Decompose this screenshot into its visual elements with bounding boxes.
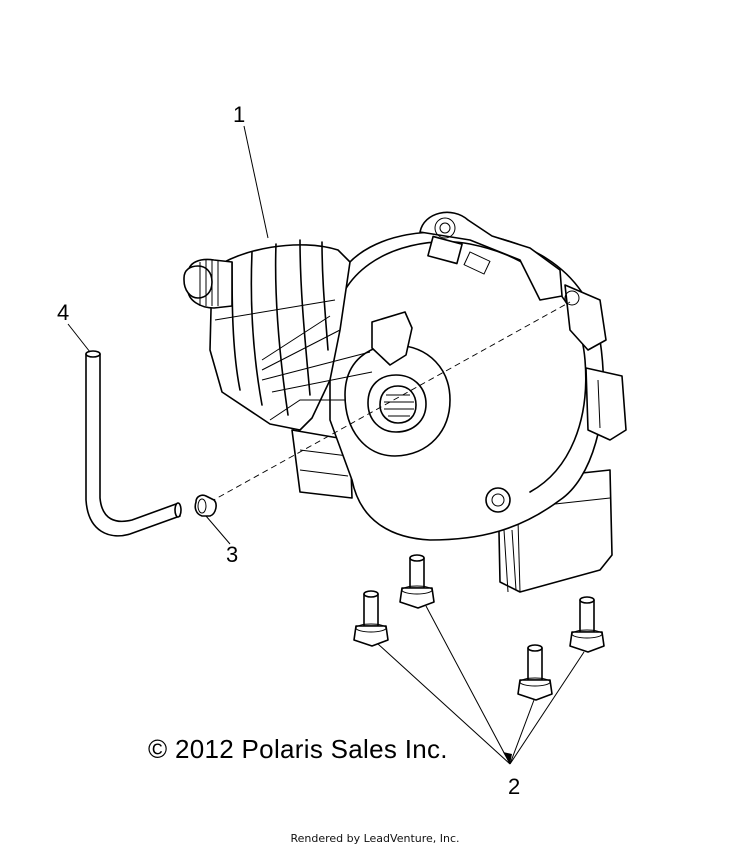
- callout-4: 4: [57, 300, 69, 325]
- rendered-by-credit: Rendered by LeadVenture, Inc.: [290, 832, 460, 845]
- plug: [194, 494, 217, 517]
- callout-3: 3: [226, 542, 238, 567]
- bolt-1: [353, 590, 389, 647]
- assembly-line: [209, 301, 571, 503]
- vent-hose: [85, 350, 182, 537]
- callout-2: 2: [508, 774, 520, 799]
- copyright-notice: © 2012 Polaris Sales Inc.: [148, 734, 448, 764]
- bolt-4: [569, 596, 605, 653]
- leader-lines: [67, 125, 585, 765]
- callout-1: 1: [233, 102, 245, 127]
- bolt-2: [399, 554, 435, 609]
- gearcase-assembly: [183, 211, 627, 593]
- bolt-3: [517, 644, 553, 701]
